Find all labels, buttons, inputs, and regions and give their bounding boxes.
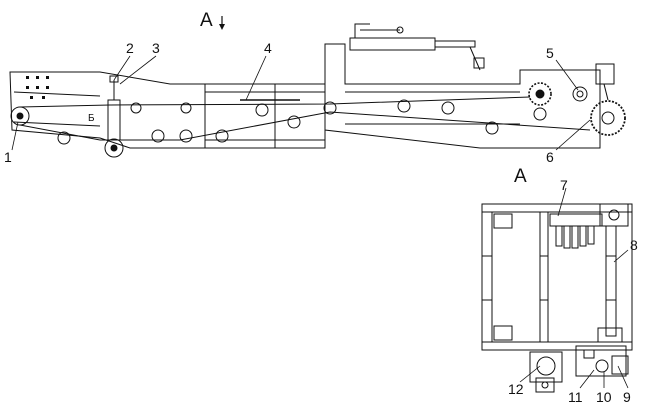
callout-3: 3: [152, 40, 160, 56]
hydraulic-cylinder: [349, 23, 485, 71]
callout-2: 2: [126, 40, 134, 56]
tail-rivets: [26, 76, 49, 99]
callout-8: 8: [630, 237, 638, 253]
head-frame: [324, 43, 601, 149]
section-label: Б: [88, 113, 95, 124]
leader-lines: [11, 55, 629, 389]
view-a-title: А: [514, 166, 527, 187]
tensioner-pulley: [104, 138, 124, 158]
callout-1: 1: [4, 149, 12, 165]
callout-11: 11: [568, 389, 583, 405]
view-direction-label: А: [200, 10, 213, 31]
conveyor-belt: [19, 96, 591, 141]
middle-section-2: [274, 83, 326, 149]
drive-gear: [572, 86, 588, 102]
side-rail: [605, 225, 617, 337]
view-a: [481, 203, 633, 393]
head-chain-sprocket: [590, 100, 626, 136]
idler-rollers: [57, 99, 547, 145]
lower-drive: [529, 327, 629, 393]
valve-block: [549, 203, 629, 249]
motor-12: [536, 356, 556, 376]
callout-6: 6: [546, 149, 554, 165]
callout-10: 10: [596, 389, 612, 405]
callout-12: 12: [508, 381, 524, 397]
drive-sprocket: [528, 82, 552, 106]
callout-9: 9: [623, 389, 631, 405]
callout-5: 5: [546, 45, 554, 61]
side-view: [9, 23, 626, 158]
callout-4: 4: [264, 40, 272, 56]
tensioner-post: [107, 99, 121, 141]
callout-7: 7: [560, 177, 568, 193]
